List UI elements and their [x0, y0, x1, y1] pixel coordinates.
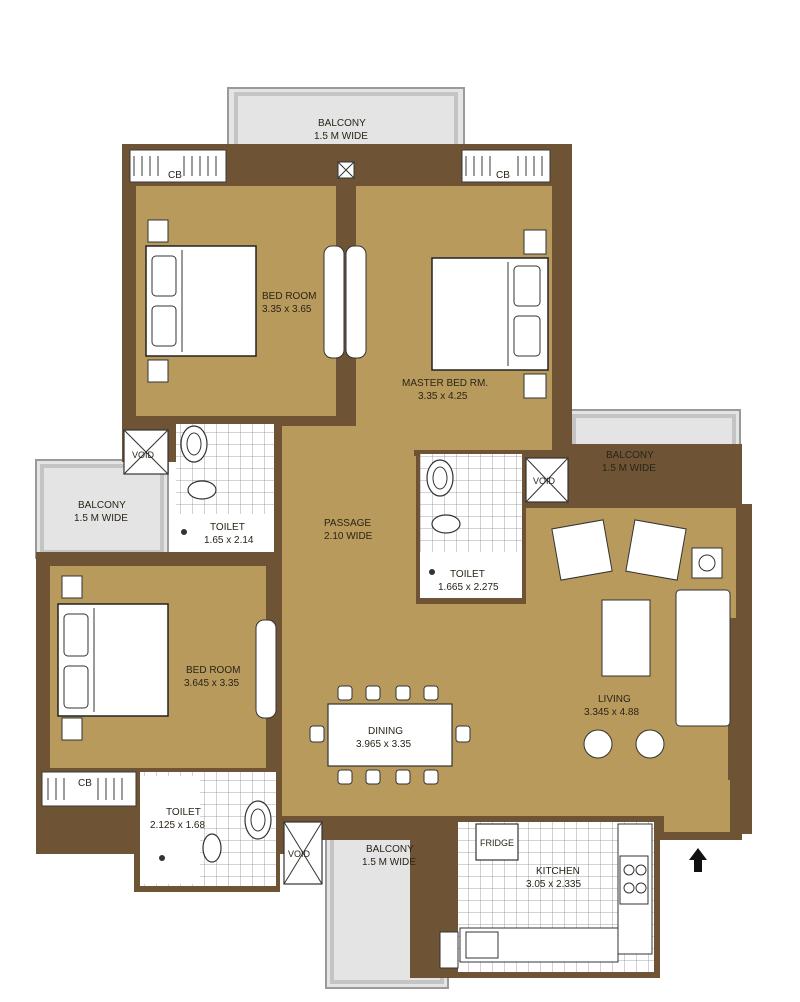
bed-master: [431, 229, 549, 399]
balcony-right-size: 1.5 M WIDE: [602, 463, 656, 474]
toilets: [140, 424, 522, 886]
balcony-bottom-size: 1.5 M WIDE: [362, 857, 416, 868]
cb-label-2: CB: [496, 170, 510, 181]
cupboards: CB CB CB: [41, 149, 551, 807]
bed-bedroom-1: [145, 219, 257, 383]
furniture: [57, 219, 731, 785]
tv-units: [255, 245, 367, 719]
balcony-top-name: BALCONY: [318, 118, 366, 129]
fridge: [475, 823, 519, 861]
toilet-3-name: TOILET: [166, 807, 201, 818]
bedroom-2-size: 3.645 x 3.35: [184, 678, 239, 689]
entry-arrow-icon: [689, 848, 707, 872]
balcony-left: [35, 459, 169, 559]
dining-name: DINING: [368, 726, 403, 737]
bedroom-1-name: BED ROOM: [262, 291, 316, 302]
balcony-left-size: 1.5 M WIDE: [74, 513, 128, 524]
living-set: [551, 519, 731, 759]
master-bedroom-name: MASTER BED RM.: [402, 378, 488, 389]
bedroom-2-name: BED ROOM: [186, 665, 240, 676]
kitchen-name: KITCHEN: [536, 866, 580, 877]
void-cross-icon: [123, 429, 169, 475]
fridge-label: FRIDGE: [480, 838, 514, 848]
room-labels: BALCONY 1.5 M WIDE BED ROOM 3.35 x 3.65 …: [74, 118, 656, 890]
passage-name: PASSAGE: [324, 518, 371, 529]
toilet-1-name: TOILET: [210, 522, 245, 533]
cb-label-3: CB: [78, 778, 92, 789]
passage-size: 2.10 WIDE: [324, 531, 373, 542]
bedroom-1-size: 3.35 x 3.65: [262, 304, 312, 315]
void-label-1: VOID: [132, 450, 155, 460]
balcony-right-name: BALCONY: [606, 450, 654, 461]
void-label-2: VOID: [533, 476, 556, 486]
toilet-3-size: 2.125 x 1.68: [150, 820, 205, 831]
void-cross-icon: [525, 457, 569, 503]
living-size: 3.345 x 4.88: [584, 707, 639, 718]
balcony-left-name: BALCONY: [78, 500, 126, 511]
toilet-2-name: TOILET: [450, 569, 485, 580]
bed-bedroom-2: [57, 575, 169, 741]
balcony-top-size: 1.5 M WIDE: [314, 131, 368, 142]
kitchen-size: 3.05 x 2.335: [526, 879, 581, 890]
dining-size: 3.965 x 3.35: [356, 739, 411, 750]
toilet-1-size: 1.65 x 2.14: [204, 535, 254, 546]
void-label-3: VOID: [288, 849, 311, 859]
toilet-2-size: 1.665 x 2.275: [438, 582, 499, 593]
dining-set: [309, 685, 471, 785]
floors: [50, 186, 736, 832]
master-bedroom-size: 3.35 x 4.25: [418, 391, 468, 402]
living-name: LIVING: [598, 694, 631, 705]
voids: VOID VOID VOID: [123, 161, 569, 885]
balcony-bottom-name: BALCONY: [366, 844, 414, 855]
void-cross-icon: [283, 821, 323, 885]
cb-label-1: CB: [168, 170, 182, 181]
kitchen: FRIDGE: [439, 822, 654, 972]
